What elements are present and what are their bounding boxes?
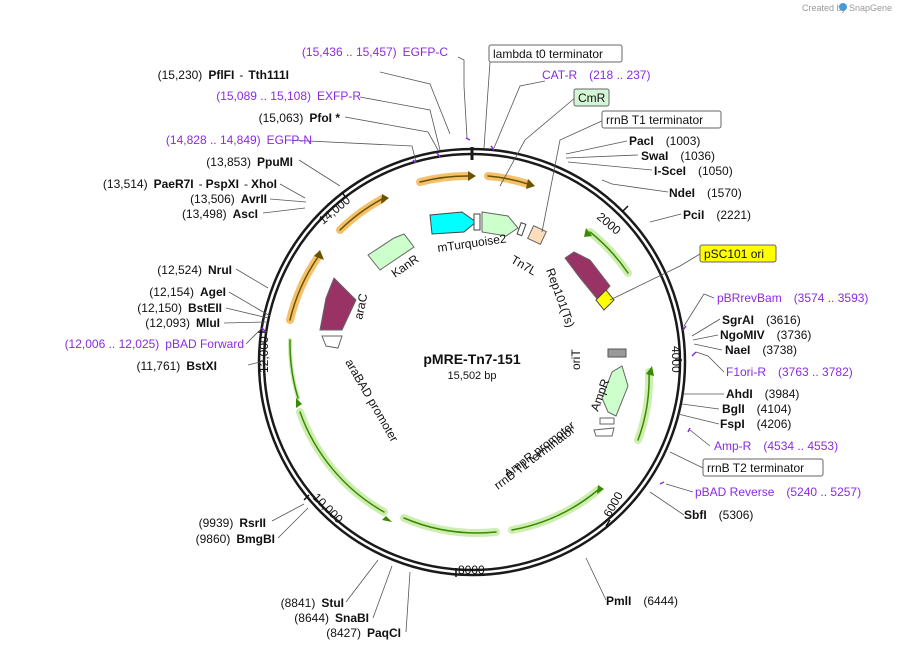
enzyme-pmli: PmlI(6444): [606, 594, 678, 608]
enzyme-bgli: BglI(4104): [722, 402, 791, 416]
feature-rep101: [564, 251, 611, 301]
enzyme-paci: PacI(1003): [629, 134, 700, 148]
primer-f1ori-r: F1ori-R(3763 .. 3782): [726, 365, 853, 379]
enzyme-sgrai: SgrAI(3616): [722, 313, 801, 327]
enzyme-pflfi: (15,230)PflFI-Tth111I: [158, 68, 289, 82]
primer-egfp-n: (14,828 .. 14,849)EGFP-N: [166, 133, 312, 147]
feature-arabad-promoter: [321, 335, 343, 349]
plasmid-size: 15,502 bp: [448, 370, 497, 382]
feature-small-2: [516, 222, 527, 237]
tick-12000: 12,000: [257, 336, 271, 373]
svg-text:rrnB T2 terminator: rrnB T2 terminator: [707, 461, 804, 475]
feature-arac: [319, 277, 357, 331]
enzyme-nrui: (12,524)NruI: [157, 263, 232, 277]
enzyme-snabi: (8644)SnaBI: [294, 611, 369, 625]
enzyme-pcii: PciI(2221): [683, 208, 751, 222]
box-rrnb-t2-terminator: rrnB T2 terminator: [702, 458, 824, 477]
enzyme-stui: (8841)StuI: [281, 596, 344, 610]
tick-8000: 8000: [458, 563, 485, 577]
primer-markers: [261, 137, 697, 485]
label-arac: araC: [351, 292, 370, 321]
tick-10000: 10,000: [310, 490, 346, 526]
enzyme-bstxi: (11,761)BstXI: [137, 359, 218, 373]
enzyme-ndei: NdeI(1570): [669, 186, 742, 200]
feature-cmr-arrow: [481, 211, 519, 237]
label-rep101: Rep101(Ts): [543, 266, 577, 329]
box-psc101-ori: pSC101 ori: [699, 244, 777, 263]
feature-ampr: [601, 365, 629, 417]
feature-rrnb-t1: [599, 417, 615, 425]
feature-small-1: [473, 213, 481, 231]
enzyme-rsrii: (9939)RsrII: [199, 516, 266, 530]
enzyme-pfoi: (15,063)PfoI *: [259, 111, 341, 125]
feature-tn7l: [527, 225, 547, 245]
primer-egfp-c: (15,436 .. 15,457)EGFP-C: [302, 45, 448, 59]
enzyme-ahdi: AhdI(3984): [726, 387, 799, 401]
leader-lines: [223, 56, 725, 633]
enzyme-i-scei: I-SceI(1050): [654, 164, 733, 178]
enzyme-agei: (12,154)AgeI: [149, 285, 226, 299]
primer-pbrrevbam: pBRrevBam(3574 .. 3593): [717, 291, 868, 305]
label-orit: oriT: [569, 349, 583, 370]
svg-text:CmR: CmR: [578, 91, 606, 105]
enzyme-avrii: (13,506)AvrII: [190, 192, 267, 206]
enzyme-mlui: (12,093)MluI: [145, 316, 220, 330]
feature-psc101-ori: [595, 289, 615, 311]
enzyme-bmgbi: (9860)BmgBI: [196, 532, 275, 546]
tick-marks: [258, 191, 682, 577]
label-tn7l: Tn7L: [509, 252, 540, 278]
enzyme-fspi: FspI(4206): [720, 417, 791, 431]
orf-arrowheads: [296, 171, 654, 522]
svg-text:lambda t0 terminator: lambda t0 terminator: [493, 47, 603, 61]
enzyme-bsteii: (12,150)BstEII: [137, 301, 222, 315]
enzyme-swai: SwaI(1036): [641, 149, 715, 163]
enzyme-ppumi: (13,853)PpuMI: [206, 155, 293, 169]
brand-text: SnapGene: [849, 3, 892, 13]
box-cmr: CmR: [573, 88, 610, 107]
primer-cat-r: CAT-R(218 .. 237): [542, 68, 650, 82]
enzyme-paer7i: (13,514)PaeR7I-PspXI-XhoI: [103, 177, 277, 191]
primer-pbad-forward: (12,006 .. 12,025)pBAD Forward: [65, 337, 244, 351]
tick-4000: 4000: [669, 346, 683, 373]
svg-text:pSC101 ori: pSC101 ori: [704, 247, 764, 261]
box-lambda-t0-terminator: lambda t0 terminator: [488, 44, 623, 63]
label-arabad-promoter: araBAD promoter: [342, 357, 401, 445]
svg-text:rrnB T1 terminator: rrnB T1 terminator: [606, 113, 703, 127]
snapgene-logo: SnapGene: [839, 3, 892, 13]
primer-exfp-r: (15,089 .. 15,108)EXFP-R: [216, 89, 361, 103]
feature-ampr-promoter: [593, 427, 615, 437]
enzyme-paqci: (8427)PaqCI: [326, 626, 401, 640]
label-mturquoise2: mTurquoise2: [436, 231, 507, 255]
primer-pbad-reverse: pBAD Reverse(5240 .. 5257): [695, 485, 861, 499]
plasmid-name: pMRE-Tn7-151: [423, 351, 520, 367]
enzyme-naei: NaeI(3738): [725, 343, 797, 357]
feature-kanr: [367, 233, 415, 271]
feature-mturquoise2: [429, 211, 477, 235]
enzyme-ngomiv: NgoMIV(3736): [720, 328, 811, 342]
label-rrnb-t1-inner: rrnB T1 terminator: [491, 423, 577, 493]
enzyme-sbfi: SbfI(5306): [684, 508, 753, 522]
primer-amp-r: Amp-R(4534 .. 4553): [714, 439, 838, 453]
enzyme-asci: (13,498)AscI: [182, 207, 258, 221]
feature-orit: [607, 348, 627, 358]
box-rrnb-t1-terminator: rrnB T1 terminator: [601, 110, 722, 129]
credit-text: Created by: [802, 3, 847, 13]
